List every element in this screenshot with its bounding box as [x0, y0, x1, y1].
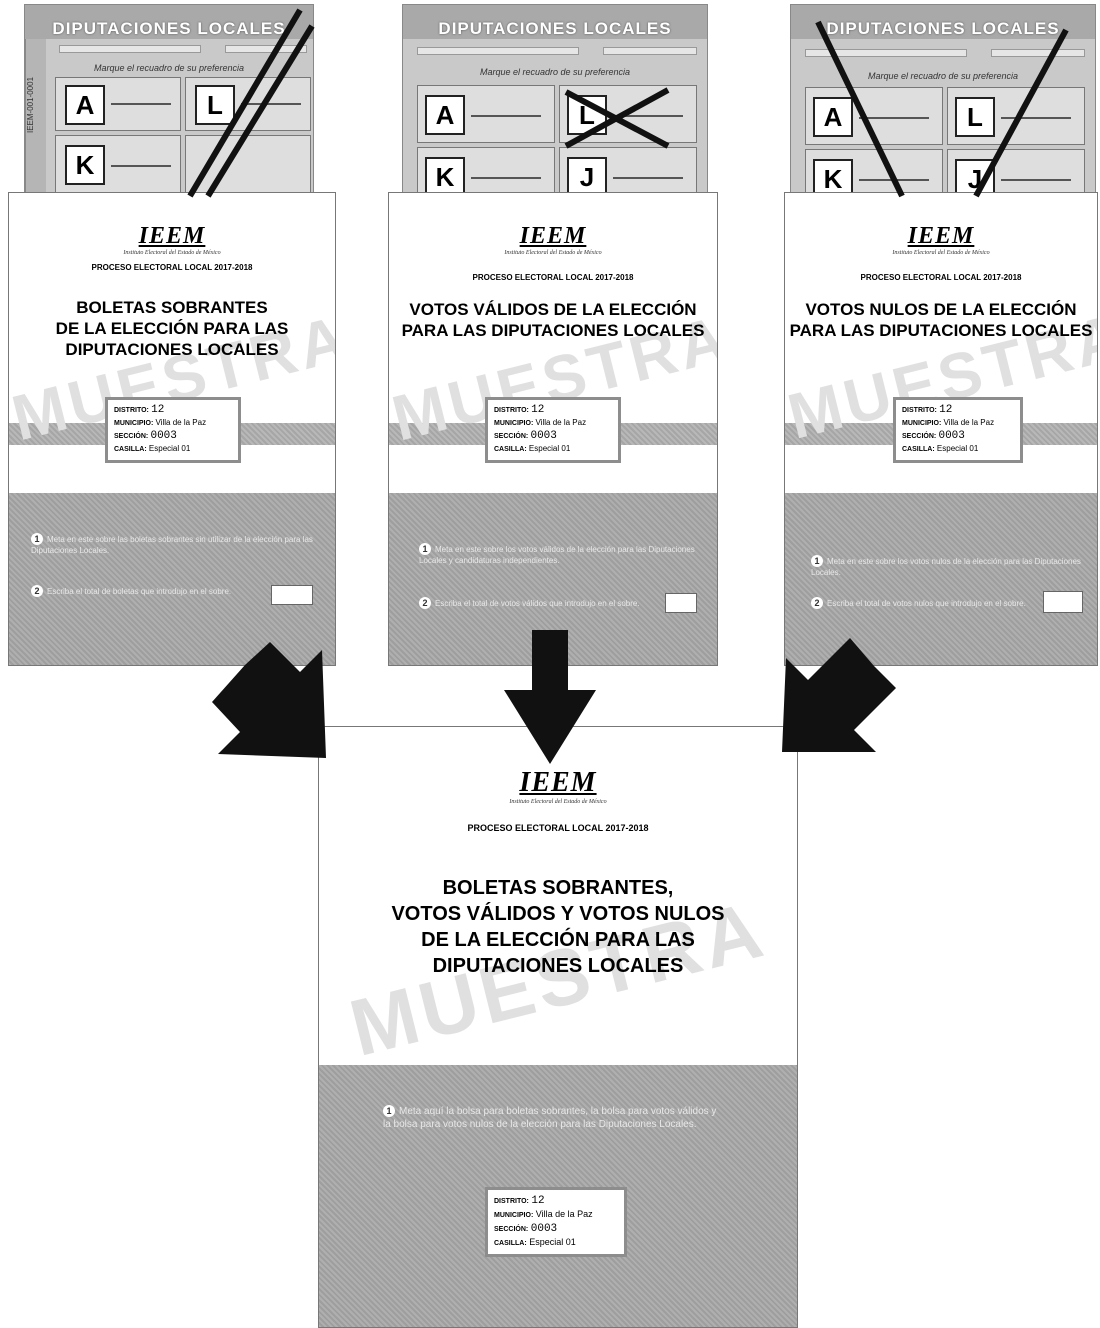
ballot-letter: L — [955, 97, 995, 137]
total-box — [271, 585, 313, 605]
ballot-letter: K — [65, 145, 105, 185]
ballot-letter: J — [567, 157, 607, 197]
arrow-icon — [212, 642, 326, 758]
ieem-logo: IEEM Instituto Electoral del Estado de M… — [504, 223, 602, 256]
total-box — [665, 593, 697, 613]
casilla-info-box: DISTRITO: 12 MUNICIPIO: Villa de la Paz … — [893, 397, 1023, 463]
strike-line — [187, 8, 303, 198]
cancel-mark — [564, 87, 670, 149]
process-label: PROCESO ELECTORAL LOCAL 2017-2018 — [467, 823, 649, 833]
envelope-title: BOLETAS SOBRANTES DE LA ELECCIÓN PARA LA… — [55, 298, 289, 359]
ballot-sheet-1: IEEM-001-0001 DIPUTACIONES LOCALES Marqu… — [24, 4, 314, 206]
ballot-instruction: Marque el recuadro de su preferencia — [479, 67, 631, 77]
ballot-title: DIPUTACIONES LOCALES — [52, 19, 286, 38]
strike-line — [973, 28, 1069, 198]
ballot-letter: A — [65, 85, 105, 125]
strike-line — [815, 20, 905, 198]
process-label: PROCESO ELECTORAL LOCAL 2017-2018 — [91, 263, 253, 272]
ballot-letter: A — [425, 95, 465, 135]
casilla-info-box: DISTRITO: 12 MUNICIPIO: Villa de la Paz … — [485, 397, 621, 463]
ballot-sheet-2: DIPUTACIONES LOCALES Marque el recuadro … — [402, 4, 708, 206]
envelope-votos-validos: IEEM Instituto Electoral del Estado de M… — [388, 192, 718, 666]
ballot-title: DIPUTACIONES LOCALES — [438, 19, 672, 38]
envelope-title: VOTOS NULOS DE LA ELECCIÓN PARA LAS DIPU… — [789, 300, 1093, 340]
casilla-info-box: DISTRITO: 12 MUNICIPIO: Villa de la Paz … — [485, 1187, 627, 1257]
ballot-instruction: Marque el recuadro de su preferencia — [93, 63, 245, 73]
envelope-final: IEEM Instituto Electoral del Estado de M… — [318, 726, 798, 1328]
total-box — [1043, 591, 1083, 613]
process-label: PROCESO ELECTORAL LOCAL 2017-2018 — [860, 273, 1022, 282]
strike-line — [205, 24, 315, 198]
arrow-icon — [504, 630, 596, 764]
casilla-info-box: DISTRITO: 12 MUNICIPIO: Villa de la Paz … — [105, 397, 241, 463]
arrow-icon — [782, 638, 896, 752]
ballot-instruction: Marque el recuadro de su preferencia — [867, 71, 1019, 81]
envelope-title: VOTOS VÁLIDOS DE LA ELECCIÓN PARA LAS DI… — [401, 300, 705, 340]
ieem-logo: IEEM Instituto Electoral del Estado de M… — [892, 223, 990, 256]
process-label: PROCESO ELECTORAL LOCAL 2017-2018 — [472, 273, 634, 282]
ballot-title: DIPUTACIONES LOCALES — [826, 19, 1060, 38]
ieem-logo: IEEM Instituto Electoral del Estado de M… — [123, 223, 221, 256]
envelope-title: BOLETAS SOBRANTES, VOTOS VÁLIDOS Y VOTOS… — [391, 877, 725, 977]
ballot-letter: A — [813, 97, 853, 137]
envelope-boletas-sobrantes: IEEM Instituto Electoral del Estado de M… — [8, 192, 336, 666]
ieem-logo: IEEM Instituto Electoral del Estado de M… — [509, 767, 607, 805]
envelope-votos-nulos: IEEM Instituto Electoral del Estado de M… — [784, 192, 1098, 666]
ballot-letter: L — [195, 85, 235, 125]
